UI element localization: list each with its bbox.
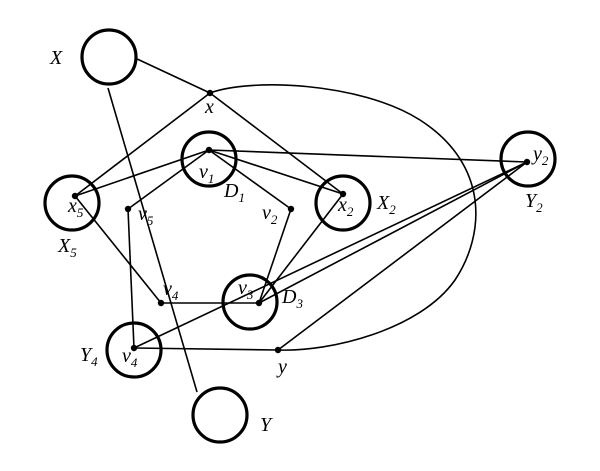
vertex-y2: [523, 158, 531, 166]
disk-Y: [191, 386, 249, 444]
vertex-v5: [124, 205, 132, 213]
label-Y: Y: [260, 414, 273, 436]
edge-v2-v3: [258, 208, 292, 304]
edge-x5-v1: [74, 149, 210, 197]
label-v4-outer: v4: [122, 345, 138, 370]
labels: X Y x y v1 v2 v3 v4 v5 v4 x2 x5 y2 D1 D3…: [49, 47, 549, 436]
label-v2: v2: [262, 202, 278, 227]
disks: [43, 28, 557, 444]
vertex-v3: [255, 299, 263, 307]
edge-v1-v5: [127, 149, 210, 210]
label-D1: D1: [223, 180, 245, 205]
label-D3: D3: [281, 286, 303, 311]
label-x5: x5: [67, 195, 84, 220]
vertices: [71, 89, 531, 354]
edge-X-x: [134, 57, 211, 94]
disk-Y4: [105, 321, 163, 379]
label-X: X: [49, 47, 63, 69]
edge-v4outer-y: [133, 347, 279, 351]
label-X2: X2: [376, 192, 396, 217]
label-X5: X5: [57, 235, 77, 260]
label-v4: v4: [163, 278, 179, 303]
vertex-v1: [205, 146, 213, 154]
edge-X-Y: [107, 87, 198, 393]
vertex-x: [206, 89, 214, 97]
edge-v5-v4outer: [127, 208, 135, 349]
vertex-v2: [287, 205, 295, 213]
disk-D3: [221, 273, 279, 331]
disk-Y2: [499, 130, 557, 188]
disk-X5: [43, 174, 101, 232]
edge-x-x2: [209, 92, 344, 195]
label-y: y: [276, 356, 287, 378]
label-Y2: Y2: [525, 190, 543, 215]
vertex-x2: [339, 190, 347, 198]
label-v5: v5: [138, 203, 154, 228]
edge-v1-v2: [208, 149, 292, 210]
edge-v4outer-y2: [133, 161, 528, 349]
disk-X: [80, 28, 138, 86]
edge-x-x5: [74, 92, 211, 197]
label-y2: y2: [531, 143, 549, 168]
disk-X2: [314, 174, 372, 232]
label-Y4: Y4: [80, 344, 98, 369]
disk-D1: [180, 130, 238, 188]
label-v1: v1: [199, 161, 214, 186]
edge-x2-v3: [258, 193, 344, 304]
vertex-v4: [157, 299, 165, 307]
vertex-v4-outer: [130, 344, 138, 352]
enclosing-curve: [209, 84, 477, 351]
edges: [74, 57, 528, 393]
vertex-x5: [71, 192, 79, 200]
edge-y-y2: [277, 161, 528, 351]
label-v3: v3: [238, 277, 254, 302]
label-x: x: [204, 96, 214, 118]
vertex-y: [274, 346, 282, 354]
edge-x5-v4: [74, 195, 162, 304]
label-x2: x2: [337, 194, 354, 219]
edge-v3-y2: [258, 161, 528, 304]
edge-v1-y2: [208, 149, 528, 163]
